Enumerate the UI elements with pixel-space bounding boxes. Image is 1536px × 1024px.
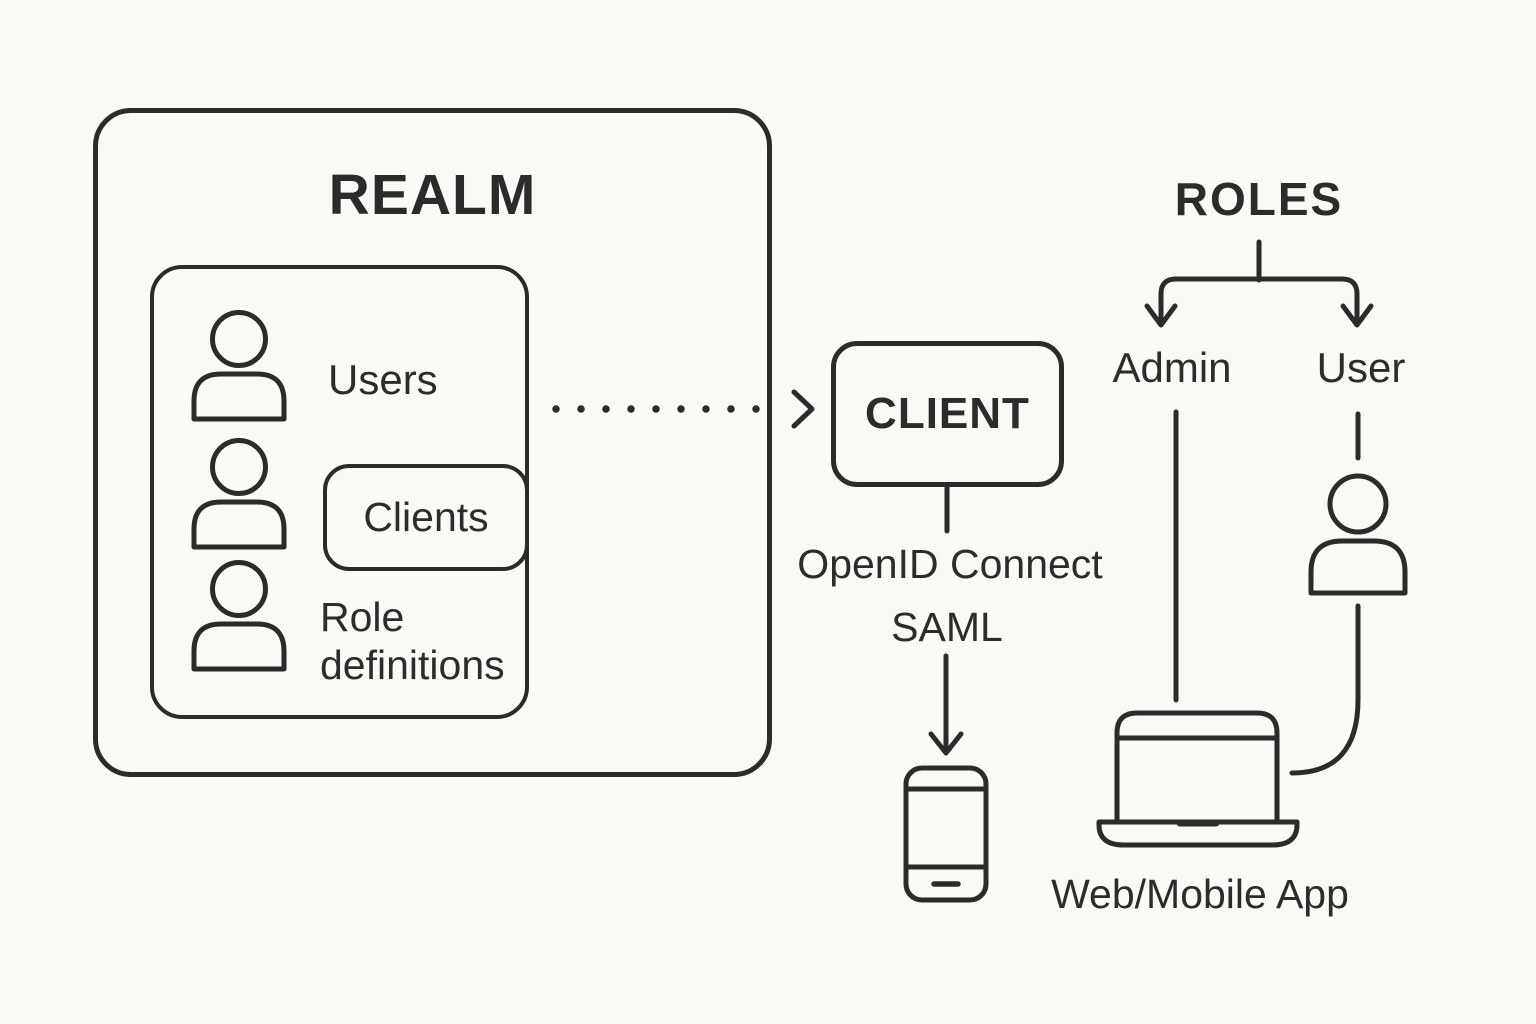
saml-label: SAML xyxy=(891,604,1003,650)
clients-label: Clients xyxy=(363,493,489,540)
role-definitions-label: Role definitions xyxy=(320,594,505,689)
web-mobile-app-label: Web/Mobile App xyxy=(1051,871,1349,917)
laptop-icon xyxy=(1096,710,1300,848)
dotted-arrow xyxy=(552,389,815,429)
roles-bracket xyxy=(1144,239,1374,328)
person-icon xyxy=(1308,473,1408,596)
user-label: User xyxy=(1316,344,1406,391)
openid-connect-label: OpenID Connect xyxy=(797,541,1103,587)
person-glyph-2 xyxy=(191,438,287,550)
person-glyph-1 xyxy=(191,310,287,422)
users-label: Users xyxy=(328,356,438,403)
realm-title: REALM xyxy=(328,163,537,227)
saml-arrow xyxy=(928,653,964,756)
person-glyph-3 xyxy=(191,560,287,672)
client-title: CLIENT xyxy=(865,389,1030,438)
users-group-icon xyxy=(191,310,287,672)
realm-box xyxy=(93,108,772,777)
person-to-app-curve xyxy=(1289,603,1361,776)
clients-box: Clients xyxy=(323,464,529,571)
admin-label: Admin xyxy=(1112,344,1232,391)
smartphone-icon xyxy=(903,765,989,903)
roles-title: ROLES xyxy=(1174,173,1344,225)
client-box: CLIENT xyxy=(831,341,1064,487)
